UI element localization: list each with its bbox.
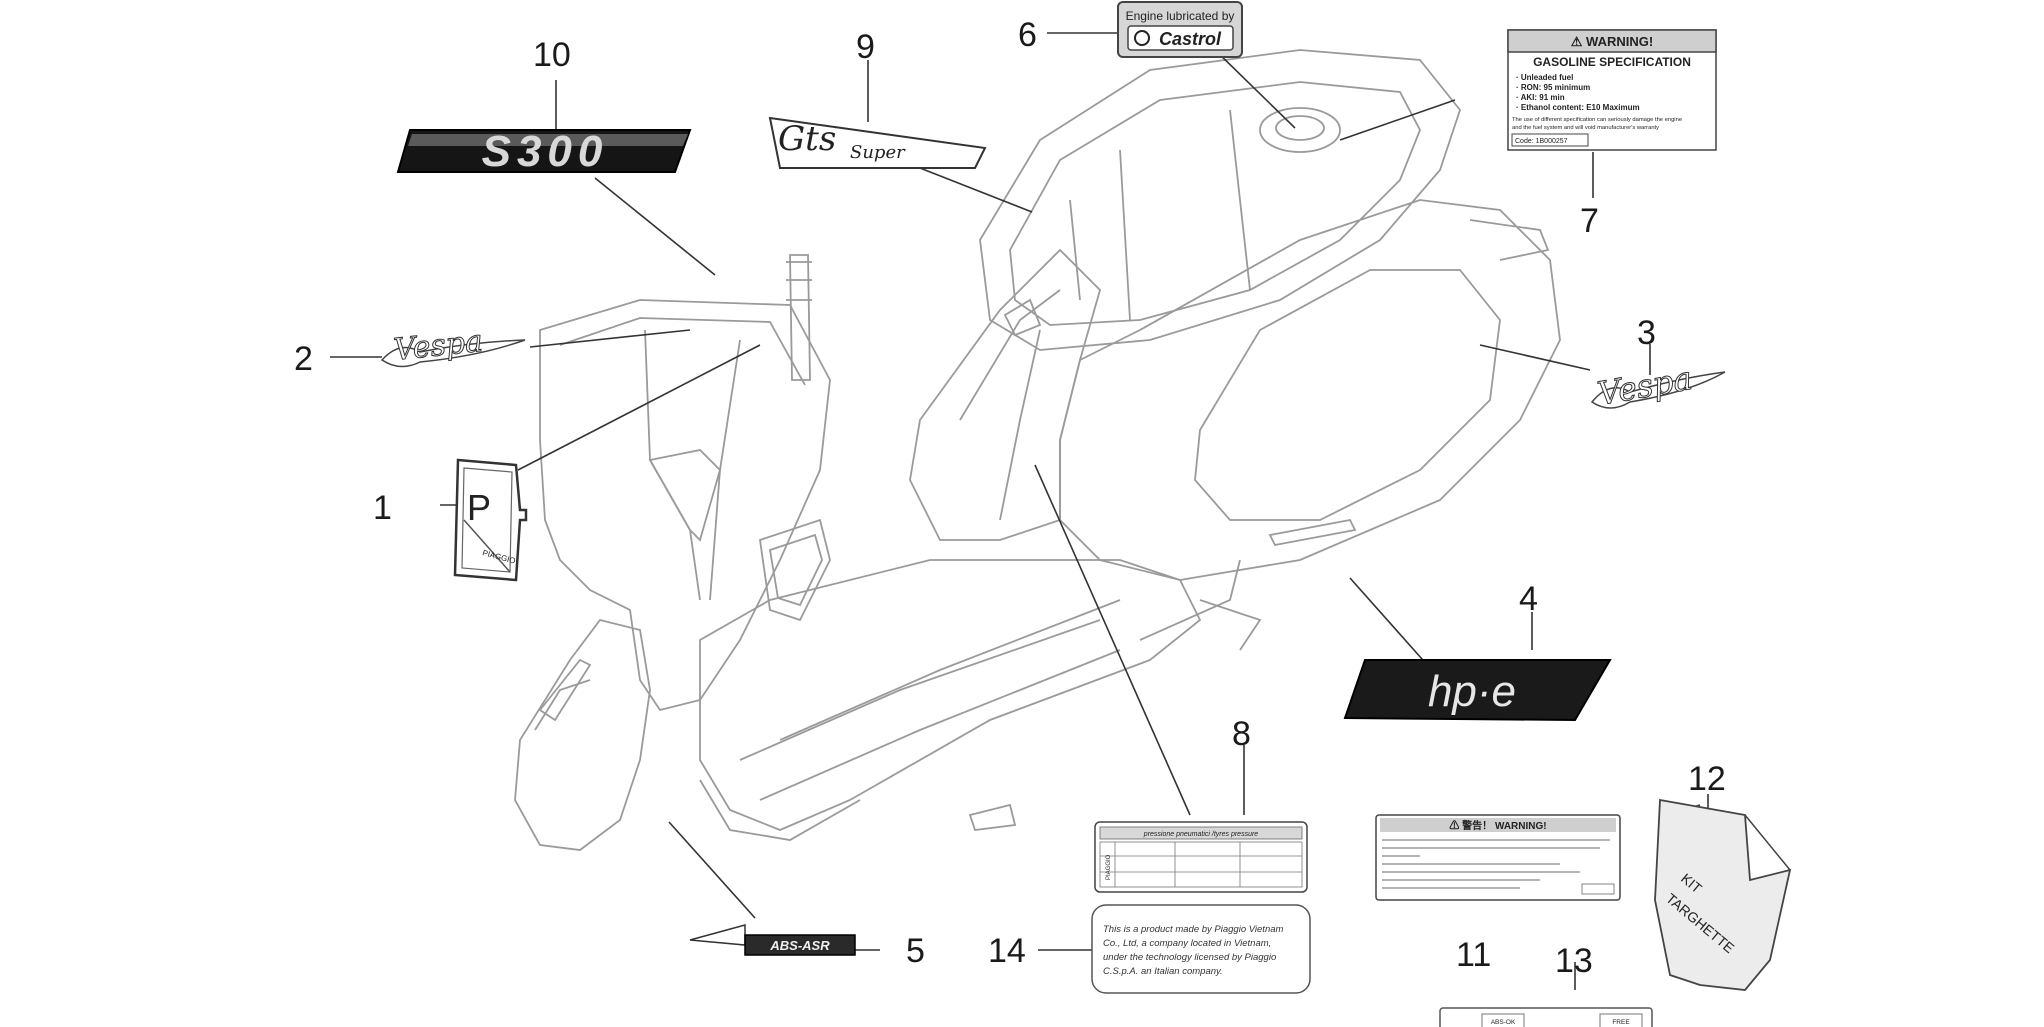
callout-9: 9 xyxy=(856,28,875,66)
callout-13: 13 xyxy=(1555,942,1593,980)
callout-1: 1 xyxy=(373,489,392,527)
kit-targhette-bag: KIT TARGHETTE xyxy=(1654,798,1792,991)
abs-ok-strip: ABS-OK FREE xyxy=(1439,1007,1653,1027)
callout-numbers: 1 2 3 4 5 6 7 8 9 10 11 12 13 14 xyxy=(294,16,1726,980)
callout-5: 5 xyxy=(906,932,925,970)
fuel-line-2: · RON: 95 minimum xyxy=(1516,83,1590,92)
gts-super-badge: Gts Super xyxy=(768,116,987,169)
hpe-badge: hp·e xyxy=(1343,659,1612,722)
s300-badge: S300 xyxy=(396,127,692,176)
callout-4: 4 xyxy=(1519,580,1538,618)
callout-11: 11 xyxy=(1456,936,1491,974)
vietnam-line-2: Co., Ltd, a company located in Vietnam, xyxy=(1103,938,1271,949)
hpe-text: hp·e xyxy=(1428,667,1516,716)
callout-12: 12 xyxy=(1688,760,1726,798)
tyre-side-text: PIAGGIO xyxy=(1106,854,1112,880)
abs-asr-badge: ABS-ASR xyxy=(689,924,856,956)
abs-ok-text: ABS-OK xyxy=(1491,1019,1516,1026)
fuel-line-1: · Unleaded fuel xyxy=(1516,73,1573,82)
callout-7: 7 xyxy=(1580,202,1599,240)
fuel-code: Code: 1B000257 xyxy=(1515,138,1568,145)
vietnam-line-3: under the technology licensed by Piaggio xyxy=(1103,952,1276,963)
super-text: Super xyxy=(850,142,906,163)
vespa-side-text: Vespa xyxy=(1595,359,1695,413)
gasoline-warning-label: ⚠ WARNING! GASOLINE SPECIFICATION · Unle… xyxy=(1507,29,1717,151)
p-letter: P xyxy=(467,487,491,528)
fuel-note-2: and the fuel system and will void manufa… xyxy=(1512,125,1659,131)
gts-text: Gts xyxy=(778,119,836,159)
fuel-line-3: · AKI: 91 min xyxy=(1516,93,1565,102)
scooter-body-outline xyxy=(514,49,1561,851)
leader-lines xyxy=(330,32,1709,990)
piaggio-emblem: P PIAGGIO xyxy=(453,458,528,582)
vespa-logo-front: Vespa xyxy=(380,323,526,368)
castrol-brand: Castrol xyxy=(1159,29,1222,49)
china-warning-header: ⚠ 警告！ WARNING! xyxy=(1449,819,1546,832)
vespa-logo-side: Vespa xyxy=(1590,358,1726,413)
vespa-front-text: Vespa xyxy=(392,324,484,368)
callout-14: 14 xyxy=(988,932,1026,970)
china-warning-label: ⚠ 警告！ WARNING! xyxy=(1375,814,1621,901)
callout-6: 6 xyxy=(1018,16,1037,54)
fuel-warning-title: GASOLINE SPECIFICATION xyxy=(1533,55,1691,69)
castrol-label: Engine lubricated by Castrol xyxy=(1117,1,1243,58)
fuel-line-4: · Ethanol content: E10 Maximum xyxy=(1516,103,1640,112)
abs-asr-text: ABS-ASR xyxy=(769,938,830,953)
callout-8: 8 xyxy=(1232,715,1251,753)
callout-2: 2 xyxy=(294,340,313,378)
fuel-note-1: The use of different specification can s… xyxy=(1512,117,1682,123)
castrol-line1: Engine lubricated by xyxy=(1126,9,1235,23)
callout-3: 3 xyxy=(1637,314,1656,352)
abs-free-text: FREE xyxy=(1612,1019,1630,1026)
tyre-header: pressione pneumatici /tyres pressure xyxy=(1143,831,1258,838)
tyre-pressure-label: pressione pneumatici /tyres pressure PIA… xyxy=(1094,821,1308,893)
callout-10: 10 xyxy=(533,36,571,74)
s300-text: S300 xyxy=(482,127,609,176)
vietnam-line-4: C.S.p.A. an Italian company. xyxy=(1103,966,1223,977)
fuel-warning-header: ⚠ WARNING! xyxy=(1571,34,1653,49)
vietnam-line-1: This is a product made by Piaggio Vietna… xyxy=(1103,924,1284,935)
vietnam-notice-label: This is a product made by Piaggio Vietna… xyxy=(1091,904,1311,994)
